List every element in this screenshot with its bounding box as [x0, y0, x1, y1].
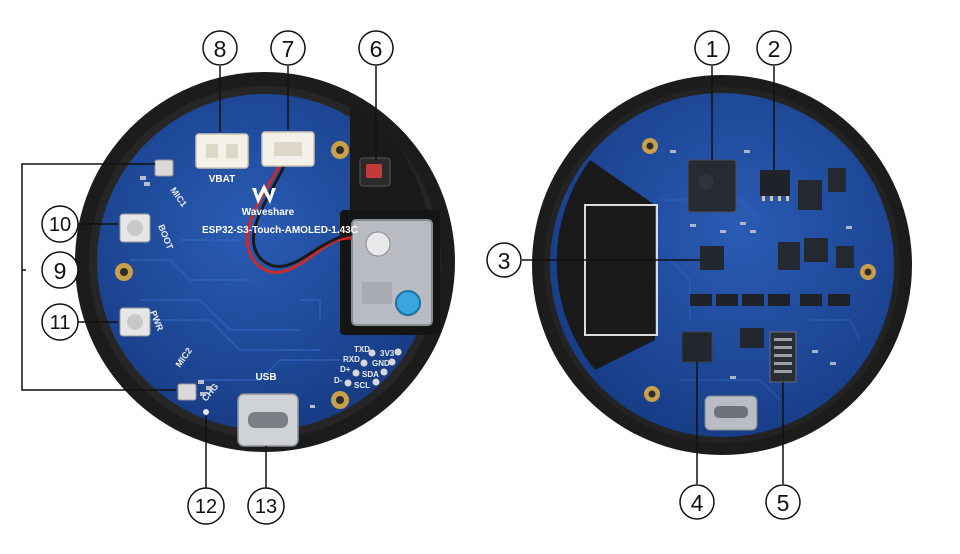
callout-markers: 8 7 6 10 9 11 12 13: [41, 30, 801, 525]
pin-scl: SCL: [354, 381, 370, 390]
mic1-component: [154, 159, 174, 177]
waveshare-logo-icon: [252, 184, 276, 204]
callout-13-label: 13: [255, 496, 277, 518]
mic2-component: [177, 383, 197, 401]
pin-sda: SDA: [362, 370, 379, 379]
flash-chip: [760, 170, 790, 196]
callout-10: 10: [41, 205, 79, 243]
antenna-module: [351, 219, 433, 326]
pin-rxd: RXD: [343, 355, 360, 364]
callout-12-label: 12: [195, 496, 217, 518]
pin-txd: TXD: [354, 345, 370, 354]
callout-4-label: 4: [691, 490, 704, 516]
callout-5-label: 5: [777, 490, 790, 516]
module-led: [395, 290, 421, 316]
back-board: [532, 75, 912, 455]
callout-3: 3: [486, 242, 522, 278]
chg-led: [203, 409, 209, 415]
usb-label: USB: [255, 372, 276, 383]
callout-10-label: 10: [49, 214, 71, 236]
pin-dminus: D-: [334, 376, 343, 385]
vbat-label: VBAT: [209, 174, 235, 185]
pin-header: TXD RXD D+ D- 3V3 GND SDA SCL: [334, 345, 402, 390]
callout-5: 5: [765, 484, 801, 520]
callout-8-label: 8: [214, 36, 227, 62]
callout-4: 4: [679, 484, 715, 520]
callout-12: 12: [187, 487, 225, 525]
pin-dplus: D+: [340, 365, 351, 374]
model-label: ESP32-S3-Touch-AMOLED-1.43C: [202, 225, 358, 236]
callout-11-label: 11: [50, 312, 71, 334]
pin-3v3: 3V3: [380, 349, 395, 358]
battery-outline: [584, 204, 658, 336]
callout-7-label: 7: [282, 36, 295, 62]
callout-8: 8: [202, 30, 238, 66]
callout-6-label: 6: [370, 36, 383, 62]
audio-codec-chip: [681, 331, 713, 363]
callout-2-label: 2: [768, 36, 781, 62]
callout-1-label: 1: [706, 36, 719, 62]
callout-7: 7: [270, 30, 306, 66]
callout-11: 11: [41, 303, 79, 341]
callout-3-label: 3: [498, 248, 511, 274]
vbat-connector: [195, 133, 249, 169]
pin-gnd: GND: [372, 359, 390, 368]
front-board: VBAT Waveshare ESP32-S3-Touch-AMOLED-1.4…: [75, 72, 455, 452]
callout-2: 2: [756, 30, 792, 66]
brand-label: Waveshare: [242, 207, 295, 218]
callout-9-label: 9: [54, 258, 67, 284]
callout-1: 1: [694, 30, 730, 66]
component-3: [700, 246, 724, 270]
callout-6: 6: [358, 30, 394, 66]
callout-9: 9: [41, 251, 79, 289]
battery-connector-6: [366, 164, 382, 178]
callout-lines: [21, 66, 784, 488]
callout-13: 13: [247, 487, 285, 525]
